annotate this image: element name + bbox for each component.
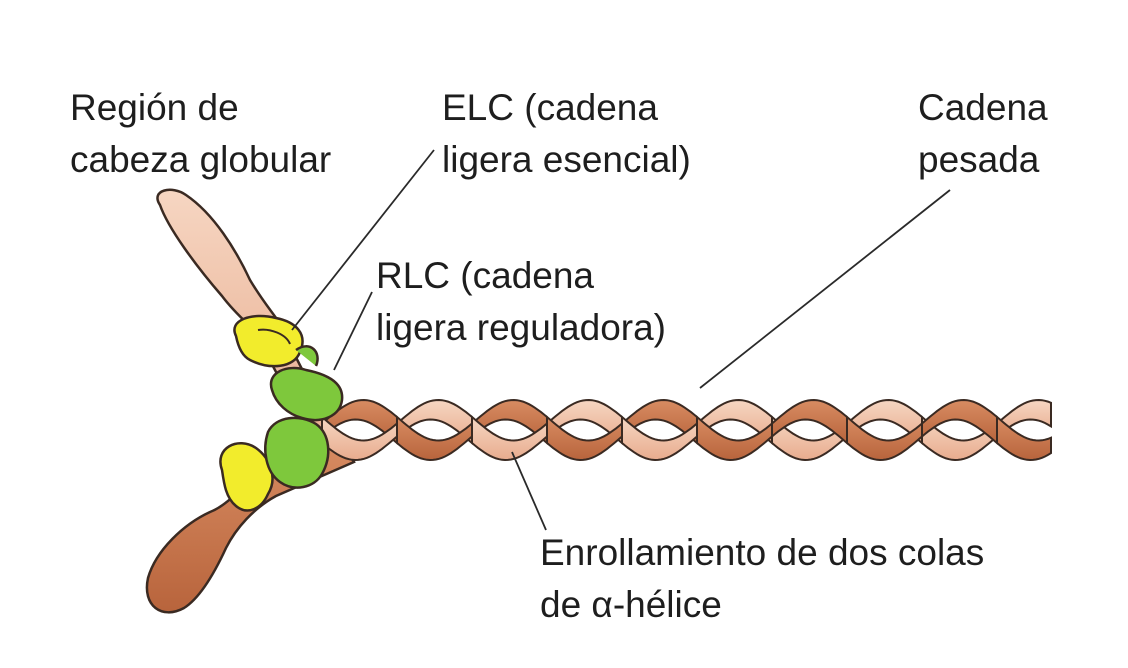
elc-upper [233,314,304,368]
leader-lines [291,149,951,531]
coiled-coil-label-line2: de α-hélice [540,584,722,625]
dark-strand-segment [996,414,1052,462]
heavy-chain-label-line1: Cadena [918,87,1048,128]
elc-label-line1: ELC (cadena [442,87,658,128]
coil-leader-line [511,451,547,531]
elc-label: ELC (cadena ligera esencial) [442,82,691,186]
head-region-label-line2: cabeza globular [70,139,332,180]
elc-leader-line [291,149,435,331]
coiled-coil-label: Enrollamiento de dos colas de α-hélice [540,527,984,631]
head-region-label-line1: Región de [70,87,239,128]
elc-label-line2: ligera esencial) [442,139,691,180]
rlc-lower [264,416,330,489]
elc-lower [219,442,274,512]
head-region-label: Región de cabeza globular [70,82,331,186]
rlc-label-line1: RLC (cadena [376,255,595,296]
rlc-leader-line [333,291,373,371]
heavy-chain-label: Cadena pesada [918,82,1048,186]
dark-strand-segment [396,414,473,462]
rlc-label: RLC (cadena ligera reguladora) [376,250,666,354]
heavy-chain-leader-line [699,189,951,389]
heavy-chain-label-line2: pesada [918,139,1040,180]
dark-strand-segment [546,414,623,462]
rlc-upper [269,345,344,422]
light-strand-segment [996,398,1052,439]
coiled-coil-label-line1: Enrollamiento de dos colas [540,532,985,573]
rlc-label-line2: ligera reguladora) [376,307,667,348]
coiled-coil-tail [321,398,1052,462]
